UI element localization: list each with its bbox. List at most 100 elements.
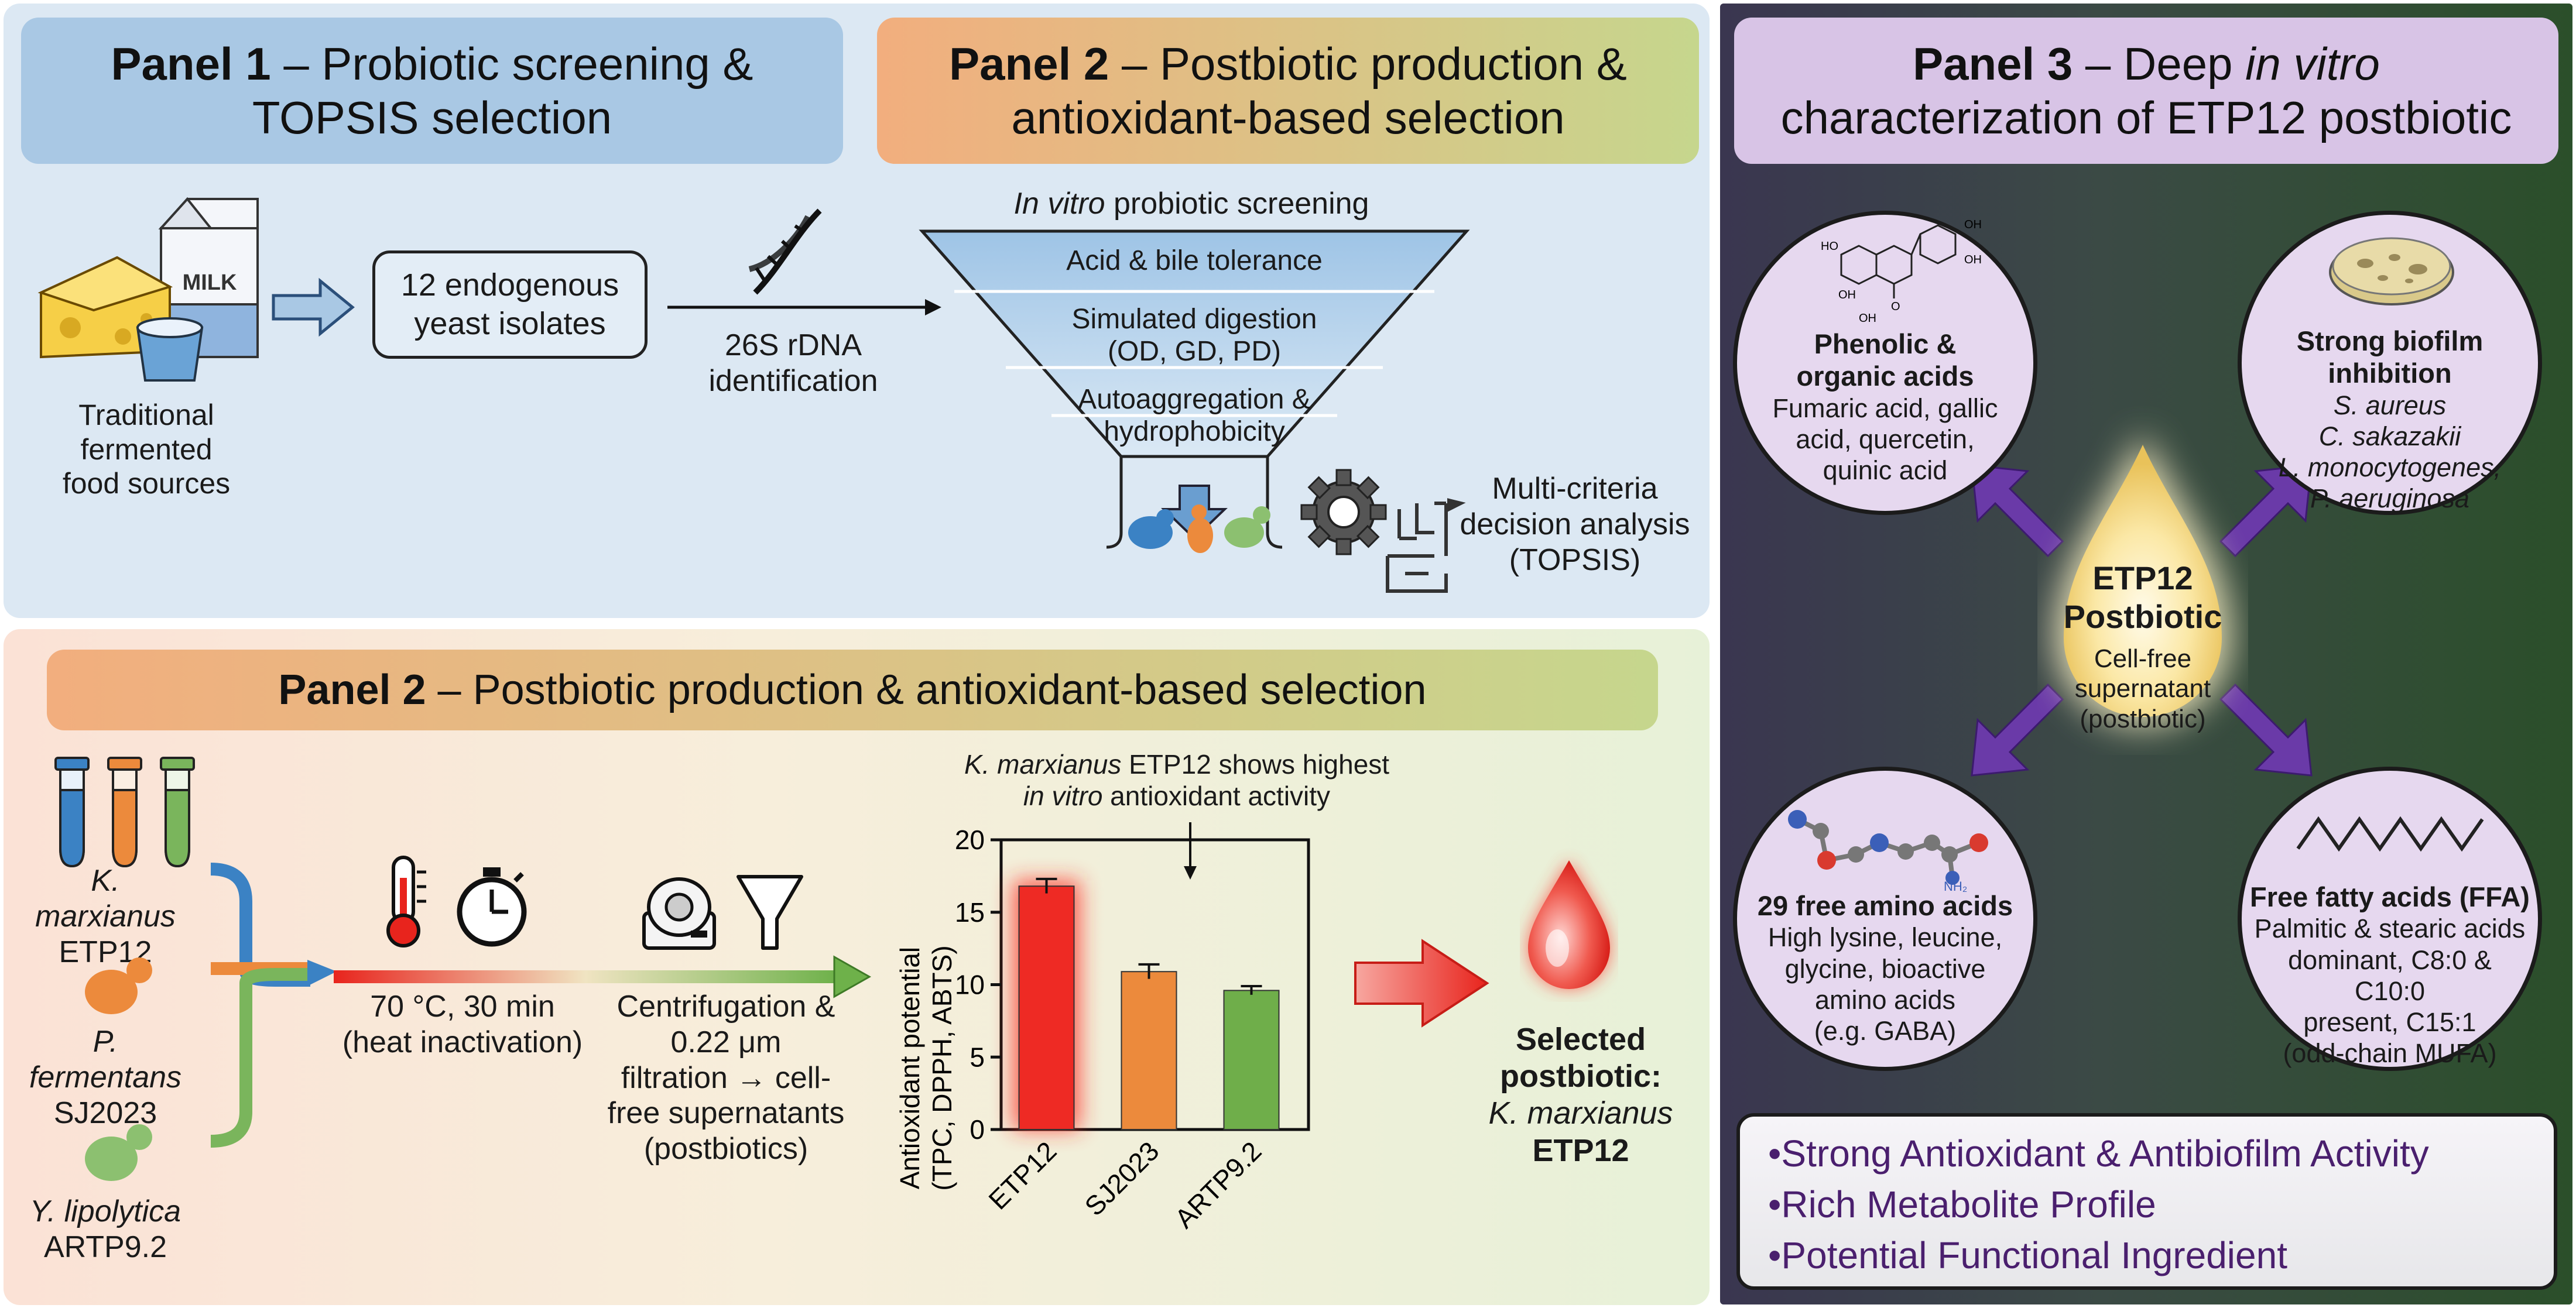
timer-icon	[457, 867, 527, 947]
svg-text:OH: OH	[1859, 312, 1876, 325]
centrifuge-icon	[642, 877, 716, 950]
y-tick-label: 10	[955, 970, 985, 1000]
panel-2-top-heading-line2: antioxidant-based selection	[1011, 92, 1565, 143]
isolates-box: 12 endogenous yeast isolates	[372, 250, 648, 359]
summary-item: •Strong Antioxidant & Antibiofilm Activi…	[1768, 1132, 2429, 1175]
center-subtitle: Cell-free supernatant (postbiotic)	[2074, 644, 2211, 733]
strain-pfermentans: P. fermentans SJ2023	[18, 1024, 193, 1131]
panel-3-heading-italic: in vitro	[2245, 37, 2380, 90]
svg-text:OH: OH	[1964, 218, 1982, 231]
x-tick-label: SJ2023	[1078, 1135, 1164, 1221]
biofilm-text: Strong biofilm inhibition S. aureus C. s…	[2278, 325, 2502, 514]
selection-arrow	[1354, 939, 1489, 1028]
phenolic-text: Phenolic & organic acids Fumaric acid, g…	[1772, 328, 1998, 486]
biofilm-circle	[2238, 211, 2542, 515]
funnel-title-text: probiotic screening	[1105, 187, 1369, 221]
strain-species: P. fermentans	[29, 1025, 182, 1094]
process-arrow	[334, 955, 872, 998]
isolates-line2: yeast isolates	[414, 305, 606, 341]
arrow-to-phenolic-icon	[1971, 464, 2064, 558]
x-tick-label: ARTP9.2	[1169, 1135, 1267, 1234]
identification-label: 26S rDNA identification	[708, 328, 878, 398]
y-tick-label: 15	[955, 897, 985, 928]
identification-arrow-icon	[667, 299, 941, 315]
selected-postbiotic-label: Selected postbiotic: K. marxianus ETP12	[1488, 1022, 1673, 1168]
arrow-to-ffa-icon	[2219, 683, 2313, 777]
heat-inactivation-label: 70 °C, 30 min (heat inactivation)	[342, 990, 583, 1059]
filter-funnel-icon	[737, 875, 803, 950]
chart-ylabel-line2: (TPC, DPPH, ABTS)	[927, 945, 957, 1190]
screening-funnel	[919, 229, 1470, 553]
fatty-acid-chain-icon	[2296, 816, 2484, 852]
yogurt-cup-icon	[136, 317, 204, 382]
panel-1-heading-text: – Probiotic screening &	[270, 37, 753, 90]
maze-icon	[1386, 498, 1466, 593]
svg-text:NH₂: NH₂	[1944, 879, 1967, 894]
bar-SJ2023	[1121, 971, 1177, 1130]
bar-ARTP9.2	[1223, 990, 1280, 1130]
y-tick-label: 0	[970, 1114, 985, 1145]
funnel-title-italic: In vitro	[1013, 187, 1105, 221]
flavonoid-molecule-icon: HO OH OH OH O OH	[1821, 218, 1982, 325]
svg-text:OH: OH	[1838, 289, 1856, 301]
food-sources-label: Traditional fermented food sources	[62, 399, 231, 500]
strain-kmarxianus: K. marxianus ETP12	[18, 863, 193, 970]
bar-ETP12	[1018, 885, 1075, 1130]
funnel-step-acid: Acid & bile tolerance	[1066, 245, 1323, 276]
svg-text:O: O	[1891, 300, 1900, 313]
amino-circle	[1733, 767, 2037, 1071]
strain-species: Y. lipolytica	[29, 1194, 181, 1228]
centrifugation-label: Centrifugation & 0.22 μm filtration → ce…	[607, 990, 845, 1166]
y-tick-label: 5	[970, 1042, 985, 1072]
etp12-center-drop	[2055, 433, 2231, 726]
strain-species: K. marxianus	[35, 864, 176, 933]
fermented-food-icon: MILK	[37, 197, 259, 382]
strain-ylipolytica: Y. lipolytica ARTP9.2	[18, 1194, 193, 1265]
amino-acid-molecule-icon: NH₂	[1788, 810, 1988, 894]
yeast-cell-orange-icon	[85, 957, 152, 1014]
panel-1-heading: Panel 1 – Probiotic screening & TOPSIS s…	[21, 18, 843, 164]
chart-ylabel-line1: Antioxidant potential	[895, 947, 925, 1189]
funnel-step-digestion: Simulated digestion (OD, GD, PD)	[1071, 304, 1317, 368]
x-tick-label: ETP12	[982, 1135, 1062, 1215]
petri-dish-icon	[2329, 237, 2454, 305]
converging-arrows	[210, 863, 337, 1148]
milk-label: MILK	[183, 270, 237, 295]
summary-item: •Rich Metabolite Profile	[1768, 1183, 2156, 1226]
thermometer-icon	[386, 856, 426, 947]
arrow-to-amino-icon	[1971, 683, 2064, 777]
panel-3-arrows	[1971, 464, 2313, 777]
amino-text: 29 free amino acids High lysine, leucine…	[1757, 890, 2013, 1046]
summary-item: •Potential Functional Ingredient	[1768, 1234, 2287, 1277]
panel-3-heading-text: – Deep	[2073, 37, 2246, 90]
panel-1-heading-line2: TOPSIS selection	[252, 92, 612, 143]
panel-2-top-heading-text: – Postbiotic production &	[1109, 37, 1627, 90]
phenolic-circle	[1733, 211, 2037, 515]
y-tick-label: 20	[955, 825, 985, 855]
ffa-circle	[2238, 767, 2542, 1071]
mcda-label: Multi-criteria decision analysis (TOPSIS…	[1460, 472, 1690, 577]
panel-3-heading: Panel 3 – Deep in vitro characterization…	[1734, 18, 2558, 164]
yeast-cells-icon	[1128, 504, 1270, 553]
chart-annotation: K. marxianus ETP12 shows highest in vitr…	[964, 749, 1390, 811]
panel-2-bottom-number: Panel 2	[278, 666, 426, 713]
isolates-line1: 12 endogenous	[400, 267, 619, 303]
panel-2-top-number: Panel 2	[949, 37, 1109, 90]
funnel-step-autoaggregation: Autoaggregation & hydrophobicity	[1078, 384, 1311, 448]
summary-box: •Strong Antioxidant & Antibiofilm Activi…	[1736, 1113, 2557, 1290]
gear-icon	[1300, 469, 1466, 593]
panel-2-bottom-heading: Panel 2 – Postbiotic production & antiox…	[47, 650, 1658, 730]
ffa-text: Free fatty acids (FFA) Palmitic & steari…	[2250, 881, 2530, 1068]
panel-1-number: Panel 1	[111, 37, 271, 90]
panel-3-heading-line2: characterization of ETP12 postbiotic	[1780, 92, 2512, 143]
svg-text:HO: HO	[1821, 240, 1838, 253]
postbiotic-drop-icon	[1528, 860, 1610, 989]
panel-3-number: Panel 3	[1913, 37, 2073, 90]
test-tubes-icon	[54, 757, 195, 868]
svg-text:OH: OH	[1964, 253, 1982, 266]
yeast-cell-green-icon	[85, 1124, 152, 1181]
center-title: ETP12 Postbiotic	[2063, 559, 2222, 635]
annotation-arrow-head	[1184, 866, 1197, 880]
funnel-title: In vitro probiotic screening	[937, 186, 1446, 222]
